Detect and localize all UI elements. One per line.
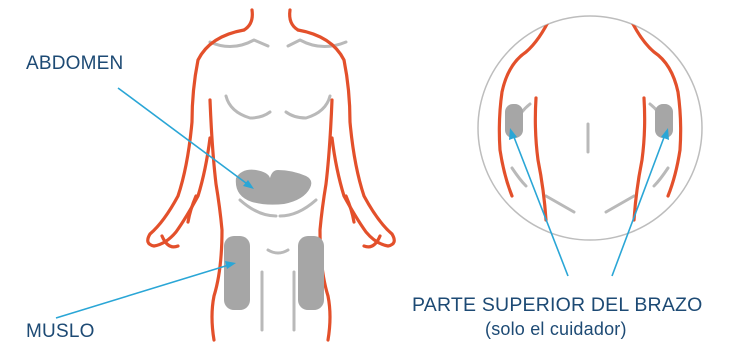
left-thigh-site [224,236,250,310]
upper-arm-note-label: (solo el cuidador) [485,320,627,338]
front-injection-sites [224,170,324,310]
left-upper-arm-site [505,104,523,138]
abdomen-label: ABDOMEN [26,54,123,73]
back-body-outline [499,14,680,220]
right-upper-arm-site [655,104,673,138]
back-view-inset [478,14,702,240]
abdomen-site [236,170,312,205]
thigh-pointer [56,264,232,318]
thigh-label: MUSLO [26,322,95,341]
upper-arm-label: PARTE SUPERIOR DEL BRAZO [412,296,703,316]
pointer-lines [56,88,669,318]
front-body-outline [148,10,395,340]
front-body-figure [148,10,395,340]
right-thigh-site [298,236,324,310]
